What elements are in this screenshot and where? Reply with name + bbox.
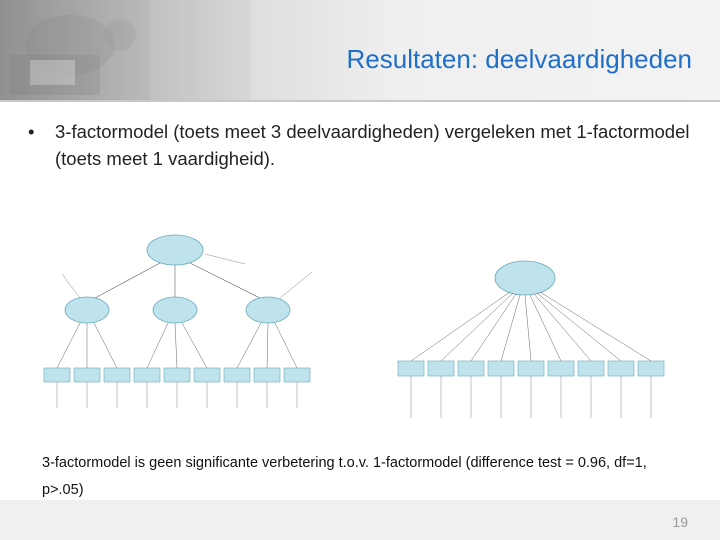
latent-factor-1 bbox=[64, 296, 110, 324]
bullet-marker: • bbox=[28, 121, 35, 142]
page-number: 19 bbox=[672, 514, 688, 530]
indicator-boxes-right bbox=[397, 360, 665, 377]
latent-factor-2 bbox=[152, 296, 198, 324]
footer-band bbox=[0, 500, 720, 540]
indicator-boxes-left bbox=[43, 367, 311, 383]
latent-factor-single bbox=[494, 260, 556, 296]
header-band bbox=[0, 0, 720, 100]
three-factor-model bbox=[43, 234, 313, 408]
model-diagrams bbox=[43, 234, 665, 418]
header-photo bbox=[0, 0, 250, 100]
conclusion-text: 3-factormodel is geen significante verbe… bbox=[42, 455, 647, 498]
latent-factor-top bbox=[146, 234, 204, 266]
one-factor-model bbox=[397, 260, 665, 418]
slide-title: Resultaten: deelvaardigheden bbox=[346, 44, 692, 74]
header-divider bbox=[0, 100, 720, 102]
bullet-text: 3-factormodel (toets meet 3 deelvaardigh… bbox=[55, 121, 690, 169]
latent-factor-3 bbox=[245, 296, 291, 324]
